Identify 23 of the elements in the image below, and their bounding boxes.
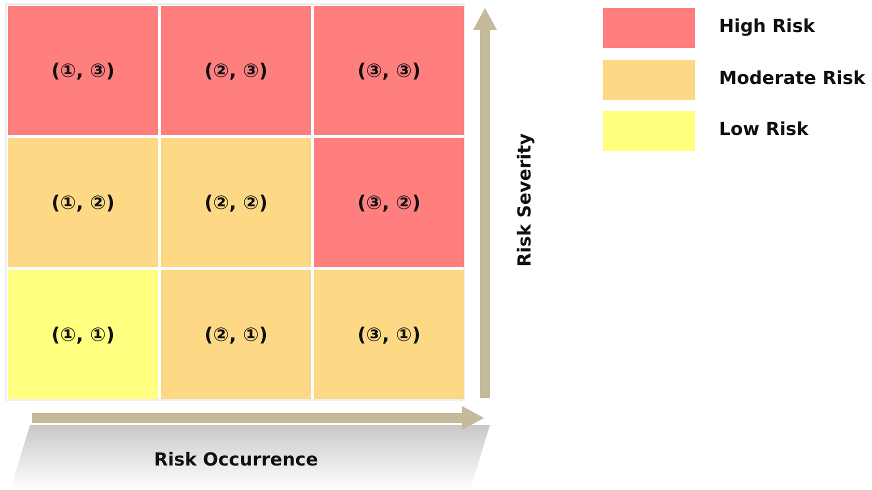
cell-label: (②, ③) [204,60,268,82]
risk-cell [8,270,158,399]
cell-label: (③, ③) [357,60,421,82]
legend-label: High Risk [719,16,815,37]
risk-cell [314,138,464,267]
risk-cell [161,138,311,267]
risk-cell [8,6,158,135]
legend-label: Low Risk [719,119,808,140]
cell-label: (①, ③) [51,60,115,82]
cell-label: (①, ②) [51,192,115,214]
risk-cell [314,270,464,399]
legend-label: Moderate Risk [719,68,866,88]
cell-label: (①, ①) [51,324,115,346]
axis-label: Risk Severity [514,133,536,267]
risk-cell [161,270,311,399]
cell-label: (②, ①) [204,324,268,346]
axis-label: Risk Occurrence [154,450,318,470]
cell-label: (③, ②) [357,192,421,214]
risk-cell [8,138,158,267]
cell-label: (③, ①) [357,324,421,346]
risk-cell [161,6,311,135]
risk-cell [314,6,464,135]
cell-label: (②, ②) [204,192,268,214]
